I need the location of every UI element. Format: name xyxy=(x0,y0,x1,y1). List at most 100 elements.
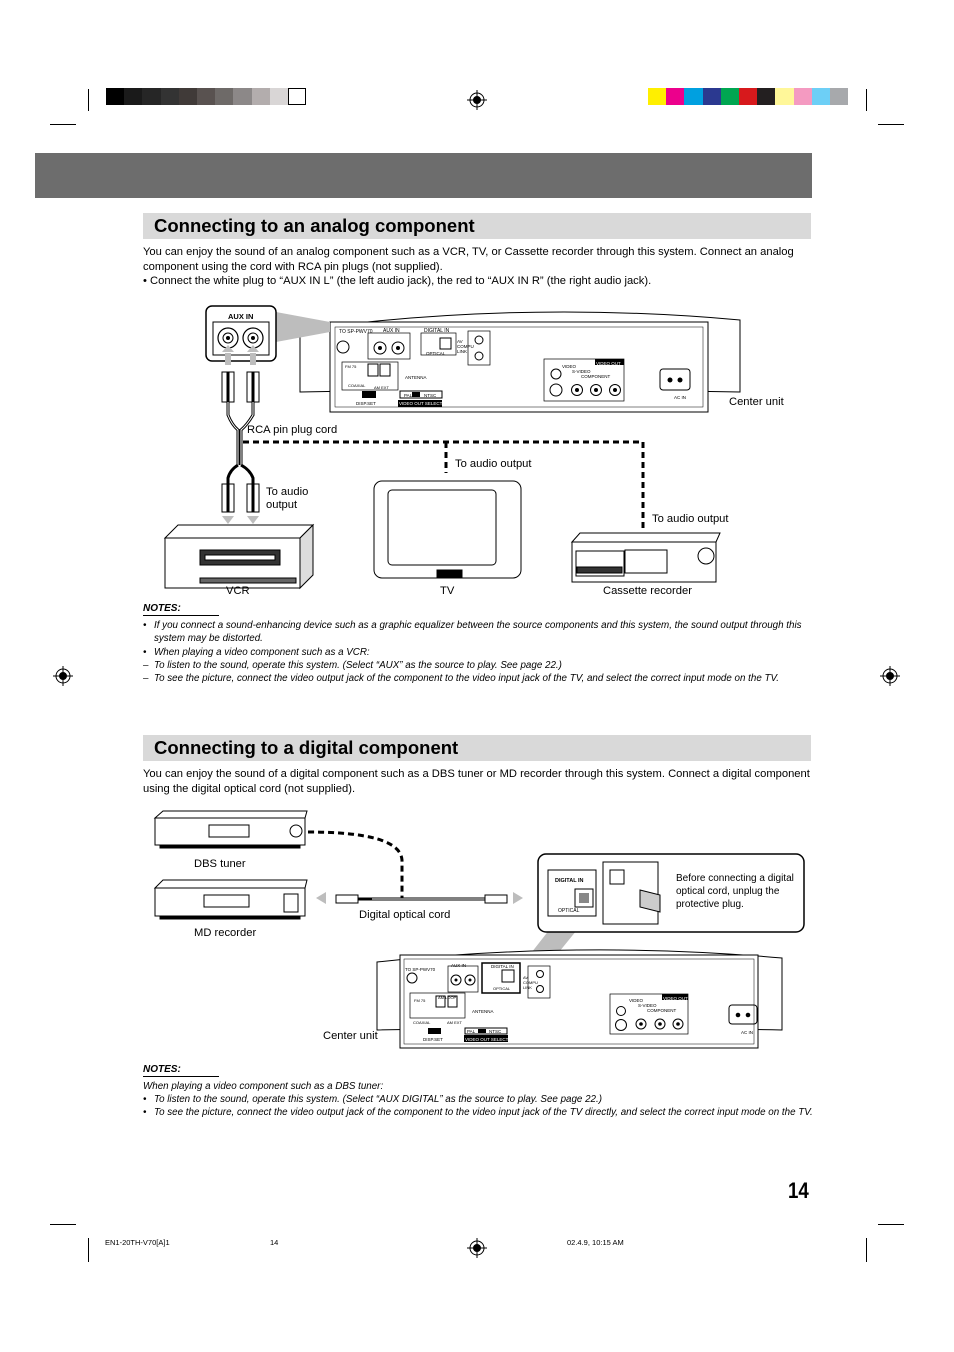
panel2-fm-label: FM 75 xyxy=(414,998,426,1003)
vcr-label: VCR xyxy=(226,585,250,597)
gray-swatch xyxy=(233,88,252,105)
tv-illustration xyxy=(373,480,522,579)
vcr-audio-output-label: To audio output xyxy=(266,486,309,511)
note-text: When playing a video component such as a… xyxy=(154,647,370,658)
color-swatch xyxy=(793,88,812,105)
note-bullet: – xyxy=(143,660,149,671)
gray-swatch xyxy=(142,88,161,105)
color-swatch xyxy=(702,88,721,105)
panel-coaxial-label: COAXIAL xyxy=(348,383,366,388)
top-banner xyxy=(35,153,812,198)
note-bullet: • xyxy=(143,647,147,658)
panel2-ntsc-label: NTSC xyxy=(489,1029,502,1034)
panel-disp-set-label: DISP.SET xyxy=(356,401,376,406)
panel-video-out-select-label: VIDEO OUT SELECT xyxy=(399,401,443,406)
note-item: • If you connect a sound-enhancing device… xyxy=(143,619,808,645)
aux-in-zoom-callout xyxy=(205,305,330,362)
note-text: To see the picture, connect the video ou… xyxy=(154,1107,813,1118)
panel2-optical-label: OPTICAL xyxy=(493,986,511,991)
panel2-video-out-select-label: VIDEO OUT SELECT xyxy=(465,1037,509,1042)
note-bullet: • xyxy=(143,620,147,631)
section-title-analog: Connecting to an analog component xyxy=(143,213,811,239)
panel-optical-label: OPTICAL xyxy=(426,351,446,356)
cassette-label: Cassette recorder xyxy=(603,585,692,597)
panel-aux-in-label: AUX IN xyxy=(383,328,400,334)
footer-timestamp: 02.4.9, 10:15 AM xyxy=(567,1238,624,1247)
dbs-tuner-label: DBS tuner xyxy=(194,858,246,870)
footer-file-name: EN1-20TH-V70[A]1 xyxy=(105,1238,170,1247)
gray-swatch xyxy=(215,88,234,105)
gray-swatch xyxy=(160,88,179,105)
rca-cord-label: RCA pin plug cord xyxy=(247,424,338,436)
panel-video-label: VIDEO xyxy=(562,364,577,369)
panel2-s-video-label: S-VIDEO xyxy=(638,1003,657,1008)
note-text: To listen to the sound, operate this sys… xyxy=(154,1094,602,1105)
panel2-pal-label: PAL xyxy=(467,1029,476,1034)
panel2-to-sp-label: TO SP-PWV70 xyxy=(405,967,436,972)
tv-label: TV xyxy=(440,585,455,597)
panel-component-label: COMPONENT xyxy=(581,374,611,379)
callout-optical-label: OPTICAL xyxy=(558,908,580,914)
color-swatch xyxy=(648,88,667,105)
digital-optical-cord xyxy=(316,892,523,904)
vcr-illustration xyxy=(163,523,315,590)
protective-plug-callout-text: Before connecting a digital optical cord… xyxy=(676,873,794,910)
cassette-audio-output-label: To audio output xyxy=(652,513,729,525)
section-title-digital: Connecting to a digital component xyxy=(143,735,811,761)
note-bullet: • xyxy=(143,1107,147,1118)
center-unit-rear-panel-digital xyxy=(376,949,783,1049)
center-unit-label-digital: Center unit xyxy=(323,1030,378,1042)
color-swatch xyxy=(775,88,794,105)
panel2-video-label: VIDEO xyxy=(629,998,644,1003)
optical-cord-label: Digital optical cord xyxy=(359,909,451,921)
panel-pal-label: PAL xyxy=(404,393,413,398)
color-swatch xyxy=(720,88,739,105)
note-bullet: – xyxy=(143,673,149,684)
gray-swatch xyxy=(106,88,125,105)
digital-notes-heading: NOTES: xyxy=(143,1064,219,1077)
panel2-antenna-label: ANTENNA xyxy=(472,1009,494,1014)
center-unit-label-analog: Center unit xyxy=(729,396,784,408)
rca-pin-plug-cord xyxy=(221,345,260,524)
digital-notes-intro: When playing a video component such as a… xyxy=(143,1081,384,1092)
registration-mark-bottom xyxy=(467,1238,487,1258)
callout-digital-in-label: DIGITAL IN xyxy=(555,878,584,884)
dashed-connection-lines xyxy=(243,440,645,528)
gray-swatch xyxy=(288,88,307,105)
panel2-coaxial-label: COAXIAL xyxy=(413,1020,431,1025)
gray-swatch xyxy=(269,88,288,105)
registration-mark-top xyxy=(467,90,487,110)
aux-in-callout-label: AUX IN xyxy=(228,312,254,321)
panel2-av-compu-link-label: AV COMPU LINK xyxy=(523,975,538,990)
note-item: • To see the picture, connect the video o… xyxy=(143,1106,813,1119)
md-recorder-label: MD recorder xyxy=(194,927,257,939)
panel-ac-in-label: AC IN xyxy=(674,395,687,400)
center-unit-rear-panel-analog xyxy=(299,311,741,413)
cassette-recorder-illustration xyxy=(570,532,721,583)
analog-notes-heading: NOTES: xyxy=(143,603,219,616)
color-swatch xyxy=(811,88,830,105)
note-bullet: • xyxy=(143,1094,147,1105)
gray-swatch xyxy=(197,88,216,105)
panel-fm-label: FM 75 xyxy=(345,364,357,369)
panel-antenna-label: ANTENNA xyxy=(405,375,427,380)
panel2-video-out-label: VIDEO OUT xyxy=(663,996,688,1001)
analog-intro-text: You can enjoy the sound of an analog com… xyxy=(143,246,794,273)
gray-swatch xyxy=(124,88,143,105)
panel2-component-label: COMPONENT xyxy=(647,1008,677,1013)
note-item: • To listen to the sound, operate this sy… xyxy=(143,1093,813,1106)
panel-av-compu-link-label: AV COMPU LINK xyxy=(457,339,474,354)
note-text: If you connect a sound-enhancing device … xyxy=(154,620,802,644)
note-text: To see the picture, connect the video ou… xyxy=(154,673,780,684)
note-item: –To listen to the sound, operate this sy… xyxy=(143,659,808,672)
gray-swatch xyxy=(251,88,270,105)
tv-audio-output-label: To audio output xyxy=(455,458,532,470)
digital-in-callout xyxy=(528,853,805,957)
panel2-digital-in-label: DIGITAL IN xyxy=(491,964,514,969)
gray-swatch xyxy=(178,88,197,105)
note-item: • When playing a video component such as … xyxy=(143,646,808,659)
panel2-am-loop-label: AM LOOP xyxy=(438,995,457,1000)
digital-intro-text: You can enjoy the sound of a digital com… xyxy=(143,768,810,795)
